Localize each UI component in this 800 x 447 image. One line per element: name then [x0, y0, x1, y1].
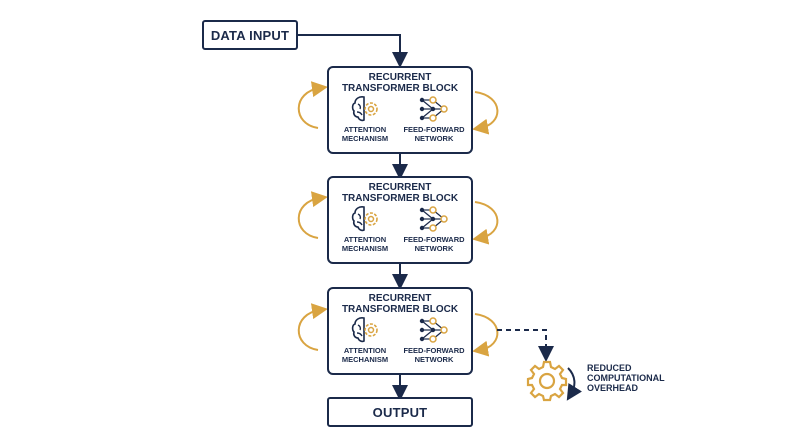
ffn-line-1: FEED-FORWARD	[403, 125, 465, 134]
block-title: RECURRENT TRANSFORMER BLOCK	[329, 72, 471, 94]
note-line-2: COMPUTATIONAL	[587, 373, 665, 383]
block-title-line-1: RECURRENT	[368, 182, 432, 193]
loop-left-block-3	[297, 303, 328, 351]
block-title-line-2: TRANSFORMER BLOCK	[341, 304, 459, 315]
attention-mechanism-label: ATTENTION MECHANISM	[332, 125, 398, 143]
loop-left-block-1	[297, 81, 328, 129]
data-input-box: DATA INPUT	[202, 20, 298, 50]
ffn-line-1: FEED-FORWARD	[403, 235, 465, 244]
dashed-arrow-to-overhead	[497, 329, 554, 362]
ffn-line-2: NETWORK	[414, 355, 454, 364]
loop-left-block-2	[297, 191, 328, 239]
brain-gear-icon	[351, 317, 378, 343]
block-title-line-1: RECURRENT	[368, 293, 432, 304]
loop-right-block-2	[472, 201, 499, 245]
brain-gear-icon	[351, 206, 378, 232]
arrow-input-to-block-1	[298, 34, 408, 68]
block-title: RECURRENT TRANSFORMER BLOCK	[329, 293, 471, 315]
ffn-line-2: NETWORK	[414, 244, 454, 253]
feed-forward-network-label: FEED-FORWARD NETWORK	[401, 125, 467, 143]
data-input-label: DATA INPUT	[210, 27, 290, 43]
loop-right-block-3	[472, 313, 499, 357]
recurrent-transformer-block-3: RECURRENT TRANSFORMER BLOCK ATTENTION	[327, 287, 473, 375]
network-nodes-icon	[419, 96, 448, 122]
recurrent-transformer-block-2: RECURRENT TRANSFORMER BLOCK ATTENTION	[327, 176, 473, 264]
feed-forward-network-label: FEED-FORWARD NETWORK	[401, 235, 467, 253]
attention-mechanism-label: ATTENTION MECHANISM	[332, 346, 398, 364]
output-box: OUTPUT	[327, 397, 473, 427]
down-curve-arrow-icon	[566, 367, 583, 401]
recurrent-transformer-block-1: RECURRENT TRANSFORMER BLOCK ATTENTION	[327, 66, 473, 154]
loop-right-block-1	[472, 91, 499, 135]
attention-line-1: ATTENTION	[343, 235, 387, 244]
network-nodes-icon	[419, 206, 448, 232]
block-title-line-2: TRANSFORMER BLOCK	[341, 193, 459, 204]
attention-mechanism-label: ATTENTION MECHANISM	[332, 235, 398, 253]
attention-line-2: MECHANISM	[341, 244, 389, 253]
attention-line-1: ATTENTION	[343, 125, 387, 134]
gear-icon	[526, 360, 568, 402]
network-nodes-icon	[419, 317, 448, 343]
output-label: OUTPUT	[372, 404, 428, 420]
attention-line-2: MECHANISM	[341, 134, 389, 143]
attention-line-1: ATTENTION	[343, 346, 387, 355]
reduced-overhead-note: REDUCED COMPUTATIONAL OVERHEAD	[587, 363, 697, 393]
attention-line-2: MECHANISM	[341, 355, 389, 364]
feed-forward-network-label: FEED-FORWARD NETWORK	[401, 346, 467, 364]
ffn-line-2: NETWORK	[414, 134, 454, 143]
note-line-1: REDUCED	[587, 363, 632, 373]
block-title: RECURRENT TRANSFORMER BLOCK	[329, 182, 471, 204]
ffn-line-1: FEED-FORWARD	[403, 346, 465, 355]
block-title-line-2: TRANSFORMER BLOCK	[341, 83, 459, 94]
block-title-line-1: RECURRENT	[368, 72, 432, 83]
note-line-3: OVERHEAD	[587, 383, 639, 393]
brain-gear-icon	[351, 96, 378, 122]
